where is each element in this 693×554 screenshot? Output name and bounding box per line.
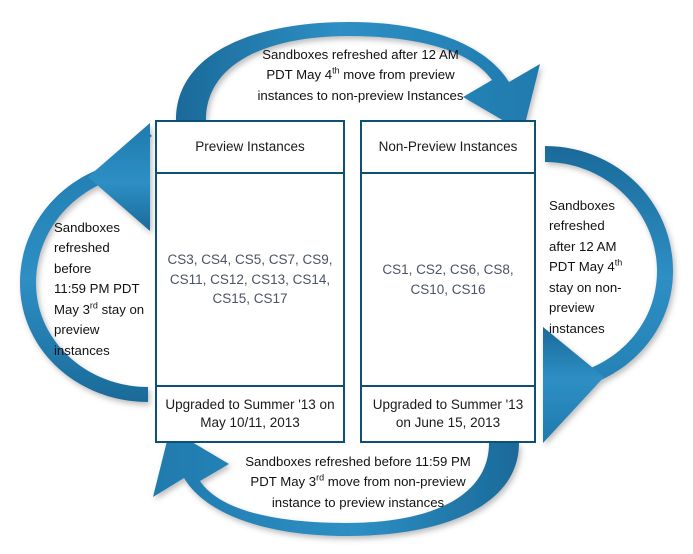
bottom-arrow-caption-line-3: instance to preview instances [271, 494, 445, 510]
right-arrow-caption-line-4a: PDT May 4 [549, 259, 615, 275]
preview-instances-upgrade-note: Upgraded to Summer '13 on May 10/11, 201… [157, 385, 343, 441]
left-arrow-caption-line-1: Sandboxes [54, 220, 120, 235]
bottom-arrow-caption: Sandboxes refreshed before 11:59 PM PDT … [212, 452, 504, 513]
bottom-arrow-caption-line-2b: move from non-preview [324, 474, 466, 490]
top-arrow-caption-line-2a: PDT May 4 [266, 67, 333, 83]
top-arrow-caption: Sandboxes refreshed after 12 AM PDT May … [218, 45, 503, 106]
top-arrow-caption-line-2: PDT May 4th move from preview [218, 65, 503, 85]
non-preview-instances-upgrade-text: Upgraded to Summer '13 on June 15, 2013 [372, 396, 524, 430]
non-preview-instances-list: CS1, CS2, CS6, CS8, CS10, CS16 [362, 174, 534, 385]
right-arrow-caption-line-4: PDT May 4th [549, 257, 659, 277]
left-arrow-caption-line-4: 11:59 PM PDT [54, 281, 140, 297]
preview-to-nonpreview-arrow [176, 22, 540, 132]
bottom-arrow-caption-line-2: PDT May 3rd move from non-preview [212, 472, 504, 492]
left-arrow-caption-line-6: preview [54, 322, 100, 338]
right-arrow-caption: Sandboxes refreshed after 12 AM PDT May … [549, 196, 659, 339]
right-arrow-caption-line-1: Sandboxes [549, 198, 615, 213]
right-arrow-caption-line-3: after 12 AM [549, 238, 617, 254]
non-preview-instances-header: Non-Preview Instances [362, 122, 534, 174]
preview-instances-header: Preview Instances [157, 122, 343, 174]
top-arrow-caption-line-2b: move from preview [339, 67, 455, 83]
non-preview-instances-title: Non-Preview Instances [378, 138, 518, 154]
left-arrow-caption-line-2: refreshed [54, 240, 110, 256]
left-arrow-caption-line-7: instances [54, 342, 110, 358]
left-arrow-caption-line-5: May 3rd stay on [54, 300, 162, 320]
left-arrow-caption-ordinal: rd [89, 300, 98, 311]
top-arrow-caption-ordinal: th [332, 66, 340, 77]
left-arrow-caption: Sandboxes refreshed before 11:59 PM PDT … [54, 218, 162, 361]
preview-instances-upgrade-text: Upgraded to Summer '13 on May 10/11, 201… [165, 396, 335, 430]
top-arrow-caption-line-3: instances to non-preview Instances [257, 87, 464, 103]
non-preview-instances-box: Non-Preview Instances CS1, CS2, CS6, CS8… [360, 120, 536, 443]
preview-instances-list-text: CS3, CS4, CS5, CS7, CS9, CS11, CS12, CS1… [167, 252, 333, 307]
left-arrow-caption-line-3: before [54, 260, 92, 276]
preview-instances-list: CS3, CS4, CS5, CS7, CS9, CS11, CS12, CS1… [157, 174, 343, 385]
right-arrow-caption-line-2: refreshed [549, 218, 605, 234]
stay-on-nonpreview-arrow [543, 146, 673, 443]
bottom-arrow-caption-ordinal: rd [316, 473, 325, 484]
stay-on-preview-arrow [20, 123, 152, 402]
bottom-arrow-caption-line-1: Sandboxes refreshed before 11:59 PM [245, 454, 471, 469]
bottom-arrow-caption-line-2a: PDT May 3 [250, 474, 317, 490]
left-arrow-caption-line-5b: stay on [97, 301, 145, 317]
right-arrow-caption-line-7: instances [549, 320, 605, 336]
non-preview-instances-list-text: CS1, CS2, CS6, CS8, CS10, CS16 [382, 261, 514, 297]
left-arrow-caption-line-5a: May 3 [54, 301, 90, 317]
right-arrow-caption-line-5: stay on non- [549, 279, 622, 295]
non-preview-instances-upgrade-note: Upgraded to Summer '13 on June 15, 2013 [362, 385, 534, 441]
preview-instances-box: Preview Instances CS3, CS4, CS5, CS7, CS… [155, 120, 345, 443]
right-arrow-caption-ordinal: th [614, 257, 623, 268]
right-arrow-caption-line-6: preview [549, 300, 595, 316]
preview-instances-title: Preview Instances [195, 138, 305, 154]
top-arrow-caption-line-1: Sandboxes refreshed after 12 AM [262, 47, 459, 62]
